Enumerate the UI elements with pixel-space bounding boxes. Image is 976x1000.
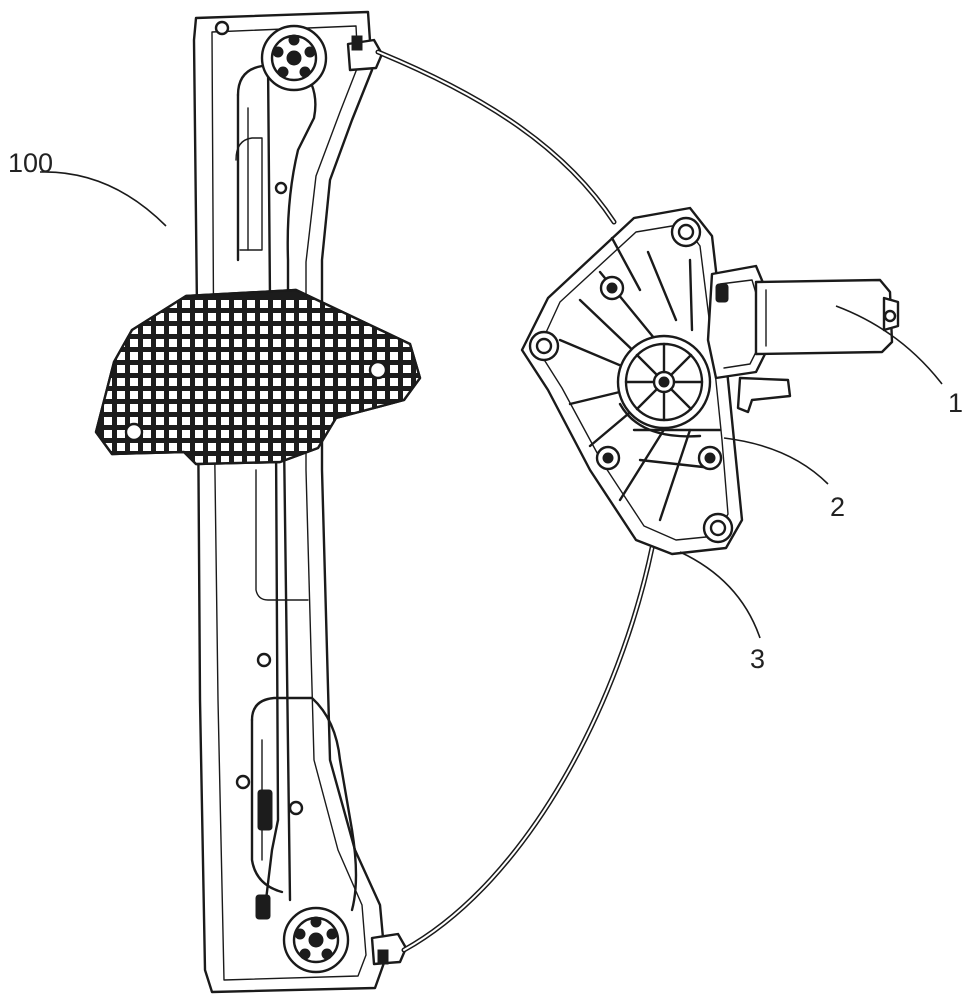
lifter-slider xyxy=(94,288,422,466)
drive-housing xyxy=(616,334,712,438)
leader-lines xyxy=(39,171,943,639)
label-mounting-bracket: 3 xyxy=(750,644,765,674)
label-motor: 1 xyxy=(948,388,963,418)
bottom-pulley xyxy=(282,906,408,974)
label-assembly: 100 xyxy=(8,148,53,178)
top-pulley xyxy=(260,24,384,92)
motor xyxy=(706,264,900,414)
label-drive-housing: 2 xyxy=(830,492,845,522)
cables xyxy=(375,49,655,953)
guide-rail xyxy=(192,10,387,994)
